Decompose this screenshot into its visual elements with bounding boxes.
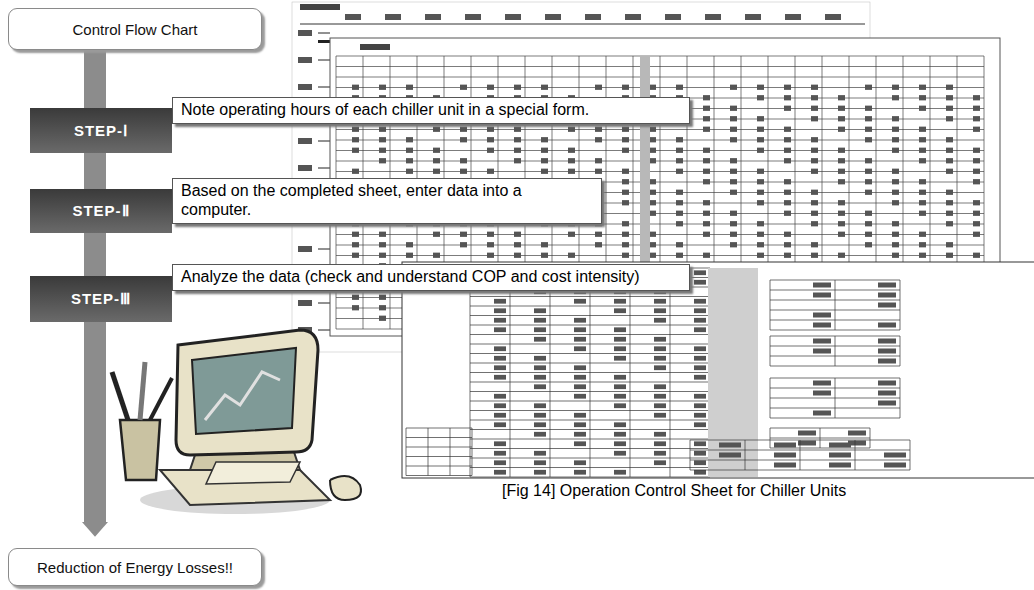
step-label: STEP-Ⅱ bbox=[30, 189, 172, 233]
figure-caption: [Fig 14] Operation Control Sheet for Chi… bbox=[500, 482, 848, 500]
step-label: STEP-Ⅲ bbox=[30, 276, 172, 322]
flow-arrow bbox=[84, 50, 106, 108]
node-text: STEP-Ⅱ bbox=[72, 202, 129, 220]
step-description: Based on the completed sheet, enter data… bbox=[172, 178, 602, 224]
node-text: Based on the completed sheet, enter data… bbox=[181, 182, 593, 220]
flow-arrow bbox=[84, 233, 106, 276]
step-description: Note operating hours of each chiller uni… bbox=[172, 97, 690, 124]
node-text: Analyze the data (check and understand C… bbox=[181, 268, 681, 287]
node-text: STEP-Ⅰ bbox=[74, 122, 128, 140]
computer-illustration bbox=[112, 330, 361, 514]
flow-arrow bbox=[84, 153, 106, 189]
node-text: Reduction of Energy Losses!! bbox=[37, 559, 233, 576]
node-text: STEP-Ⅲ bbox=[71, 290, 131, 308]
step-description: Analyze the data (check and understand C… bbox=[172, 264, 690, 291]
spreadsheet-image bbox=[402, 262, 1034, 478]
node-text: Control Flow Chart bbox=[72, 21, 197, 38]
node-text: Note operating hours of each chiller uni… bbox=[181, 101, 681, 120]
title-box: Control Flow Chart bbox=[8, 8, 262, 50]
flow-arrow bbox=[84, 322, 106, 522]
step-label: STEP-Ⅰ bbox=[30, 108, 172, 153]
result-box: Reduction of Energy Losses!! bbox=[8, 548, 262, 586]
